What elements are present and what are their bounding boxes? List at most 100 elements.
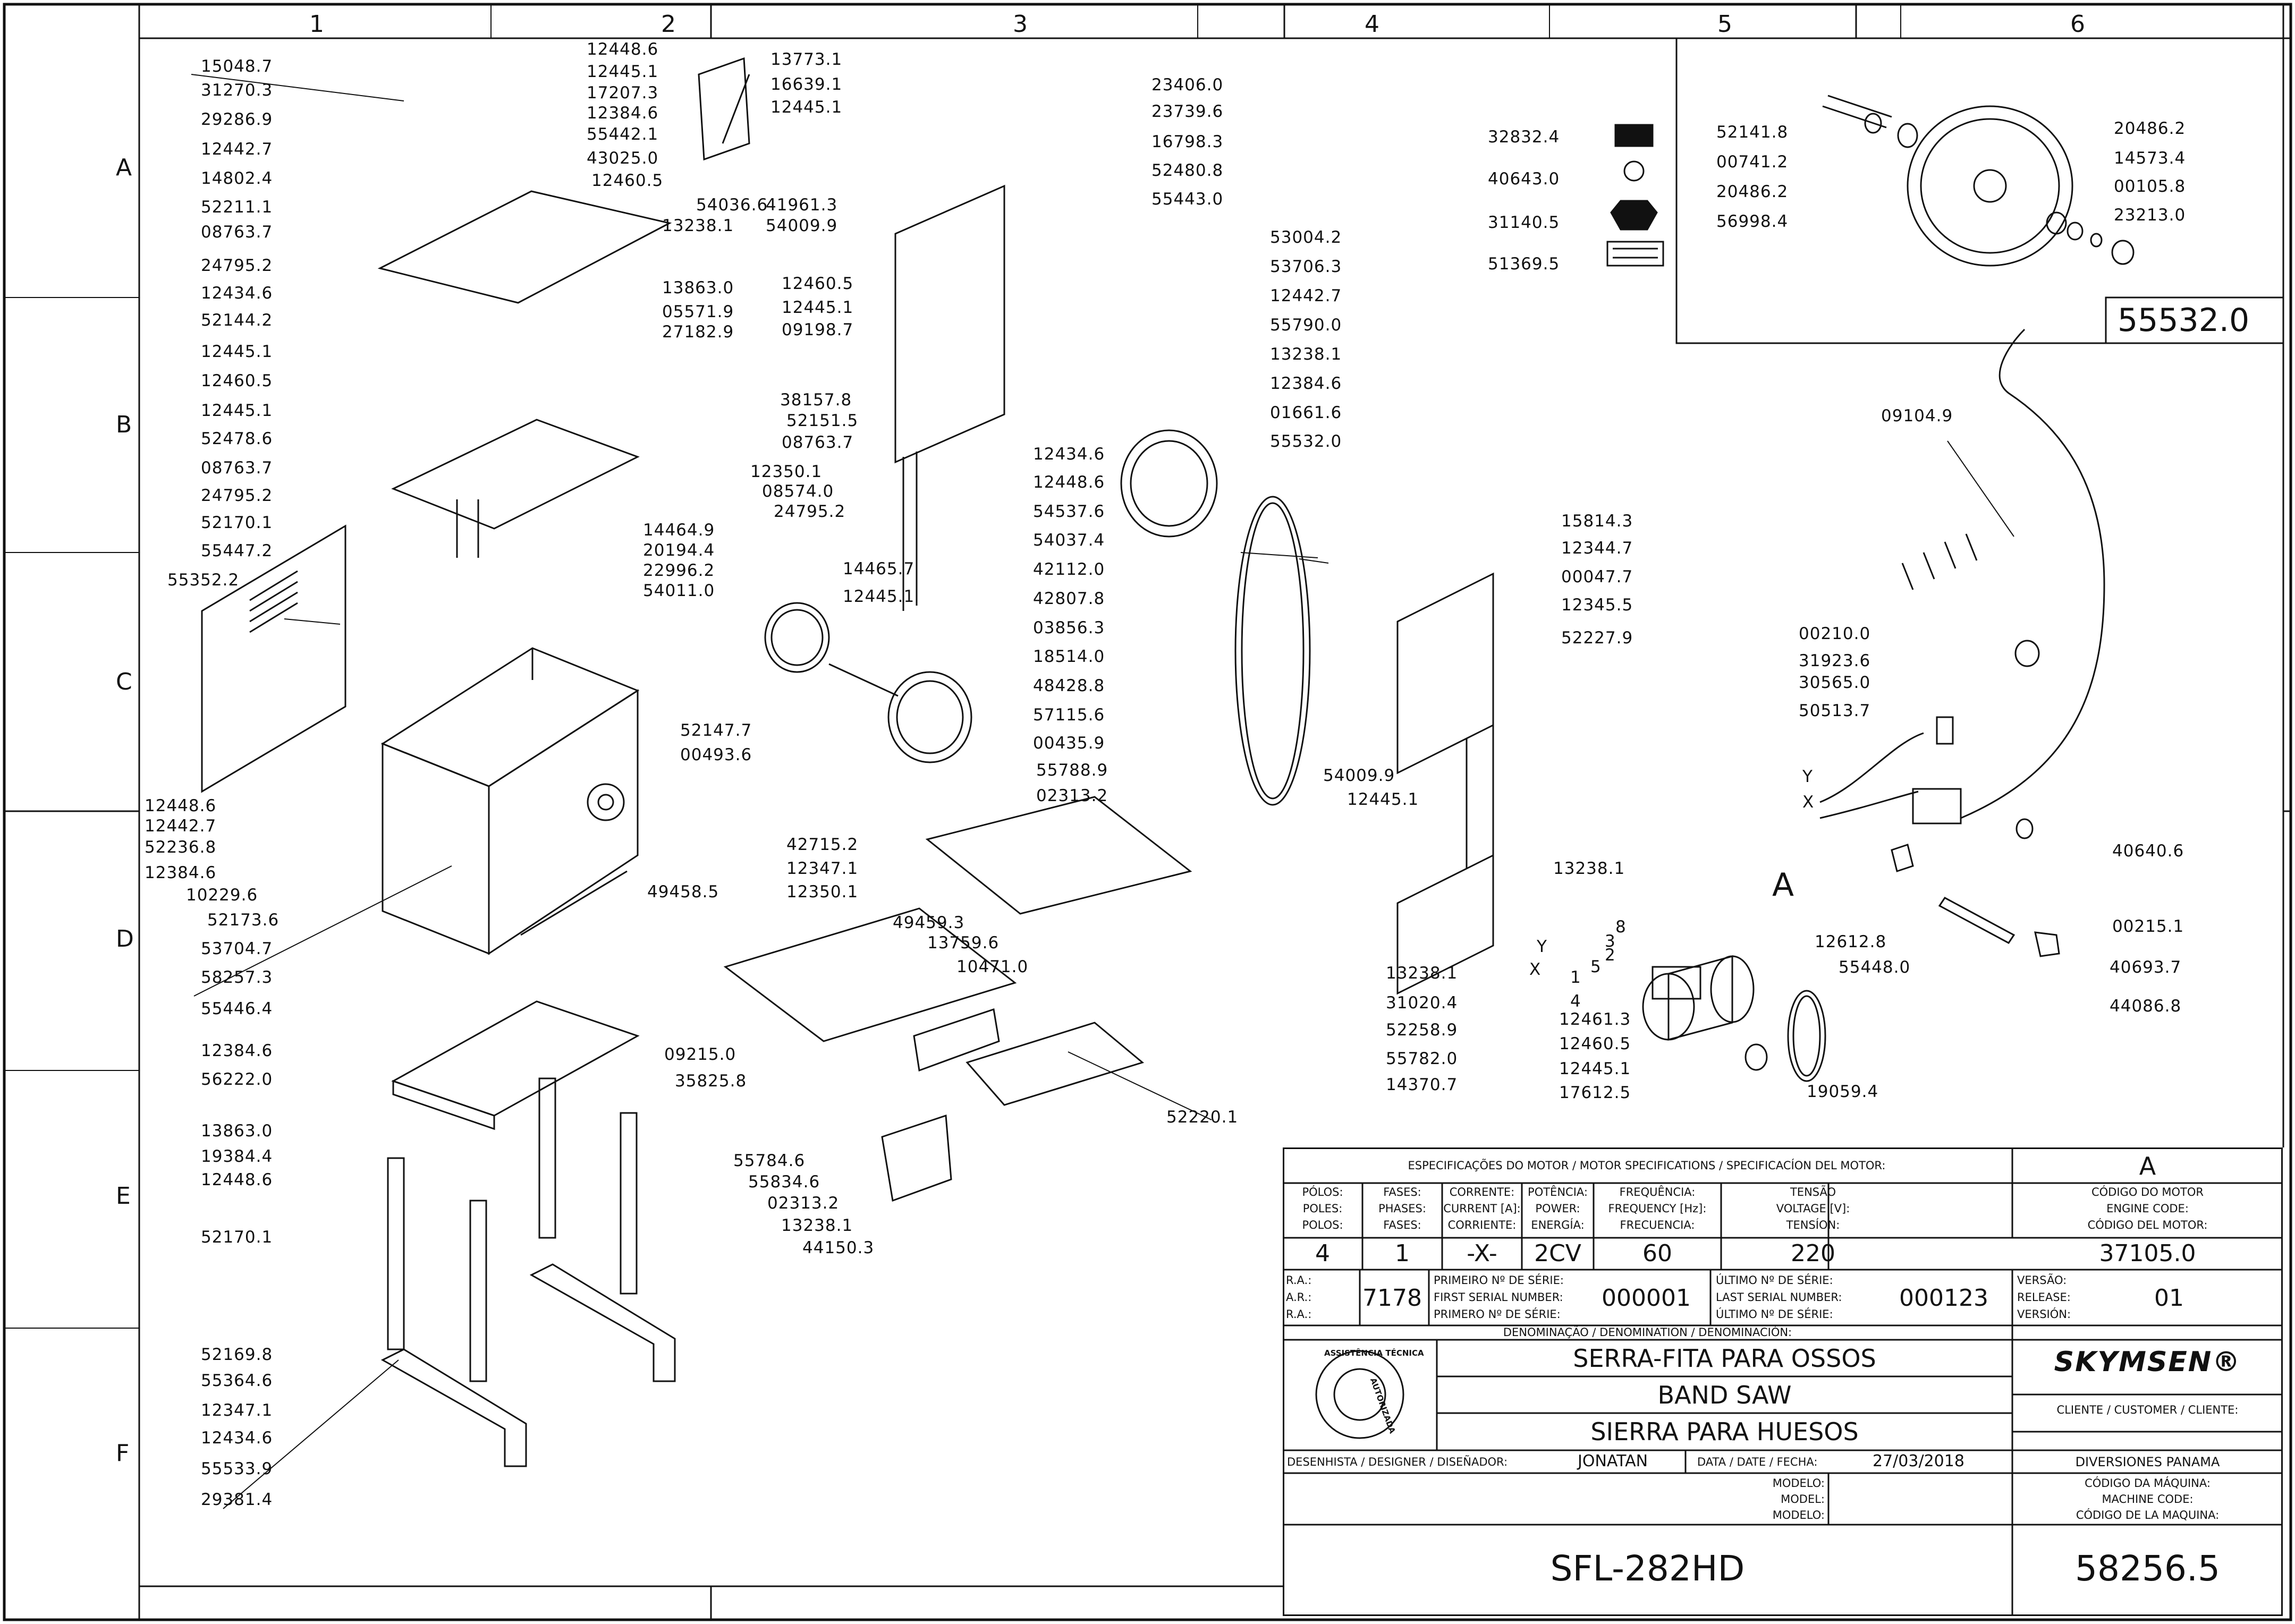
- part-number-label: 49459.3: [893, 913, 965, 932]
- part-number-label: 23213.0: [2114, 206, 2186, 225]
- grid-row-d: D: [116, 925, 134, 953]
- part-number-label: 12384.6: [587, 104, 659, 123]
- grid-col-2: 2: [661, 11, 676, 38]
- part-number-label: 52169.8: [201, 1345, 273, 1364]
- part-number-label: 13238.1: [662, 216, 734, 235]
- part-number-label: 50513.7: [1799, 701, 1871, 720]
- ra-label-1: R.A.:: [1286, 1274, 1312, 1287]
- side-panel: [201, 524, 346, 793]
- part-number-label: 31270.3: [201, 81, 273, 100]
- part-number-label: 08763.7: [201, 458, 273, 478]
- part-number-label: 55352.2: [167, 571, 240, 590]
- client-value: DIVERSIONES PANAMA: [2075, 1455, 2220, 1469]
- part-number-label: 12445.1: [201, 401, 273, 420]
- part-number-label: 31140.5: [1488, 213, 1560, 232]
- part-number-label: 54011.0: [643, 581, 715, 600]
- part-number-label: 52147.7: [680, 721, 752, 740]
- part-number-label: 54037.4: [1033, 531, 1105, 550]
- part-number-label: 29381.4: [201, 1490, 273, 1509]
- spec-value-cell: 220: [1791, 1240, 1835, 1267]
- spec-header-cell: ENERGÍA:: [1531, 1219, 1585, 1231]
- part-number-label: 17612.5: [1559, 1083, 1631, 1102]
- part-number-label: 23406.0: [1151, 75, 1224, 95]
- spec-header-cell: TENSÃO: [1790, 1186, 1836, 1198]
- machine-code-label-3: CÓDIGO DE LA MAQUINA:: [2076, 1509, 2220, 1521]
- part-number-label: 15048.7: [201, 57, 273, 76]
- base-frame: [380, 1000, 676, 1467]
- part-number-label: 12448.6: [201, 1170, 273, 1189]
- spec-header-cell: FREQUENCY [Hz]:: [1608, 1202, 1707, 1215]
- part-number-label: 14464.9: [643, 521, 715, 540]
- part-number-label: 14802.4: [201, 169, 273, 188]
- part-number-label: 43025.0: [587, 149, 659, 168]
- part-number-label: 58257.3: [201, 968, 273, 987]
- part-number-label: 13238.1: [1270, 345, 1342, 364]
- spec-value-cell: 60: [1642, 1240, 1672, 1267]
- part-number-label: 53704.7: [201, 939, 273, 958]
- part-number-label: 12344.7: [1561, 539, 1633, 558]
- part-number-label: 24795.2: [201, 256, 273, 275]
- spec-header-cell: VOLTAGE [V]:: [1776, 1202, 1850, 1215]
- wire-x-label: X: [1802, 793, 1815, 812]
- part-number-label: 52151.5: [786, 411, 859, 430]
- part-number-label: 52141.8: [1716, 123, 1789, 142]
- part-number-label: 40640.6: [2112, 841, 2184, 861]
- part-number-label: 52170.1: [201, 513, 273, 532]
- spec-header-cell: FRECUENCIA:: [1620, 1219, 1695, 1231]
- motor-spec-letter: A: [2139, 1152, 2156, 1180]
- part-number-label: 12445.1: [770, 98, 843, 117]
- motor-wire-2: 2: [1605, 946, 1616, 965]
- outer-border: [3, 3, 2292, 1621]
- part-number-label: 52173.6: [207, 911, 280, 930]
- title-block: ESPECIFICAÇÕES DO MOTOR / MOTOR SPECIFIC…: [1283, 1147, 2283, 1616]
- spec-value-cell: 4: [1315, 1240, 1330, 1267]
- spec-header-cell: CURRENT [A]:: [1443, 1202, 1521, 1215]
- part-number-label: 12448.6: [1033, 473, 1105, 492]
- part-number-label: 19059.4: [1807, 1082, 1879, 1101]
- part-number-label: 52258.9: [1386, 1021, 1458, 1040]
- spec-header-cell: TENSÍON:: [1786, 1219, 1840, 1231]
- spec-header-cell: POTÊNCIA:: [1528, 1186, 1588, 1198]
- first-serial-label-1: PRIMEIRO Nº DE SÉRIE:: [1434, 1274, 1564, 1287]
- part-number-label: 13238.1: [1386, 964, 1458, 983]
- part-number-label: 12347.1: [201, 1401, 273, 1420]
- part-number-label: 12460.5: [591, 171, 664, 190]
- spec-header-cell: CÓDIGO DO MOTOR: [2091, 1186, 2204, 1198]
- ra-label-2: A.R.:: [1286, 1291, 1312, 1304]
- part-number-label: 12350.1: [786, 882, 859, 902]
- part-number-label: 12384.6: [1270, 374, 1342, 393]
- part-number-label: 55446.4: [201, 999, 273, 1018]
- part-number-label: 24795.2: [774, 502, 846, 521]
- machine-code-label-2: MACHINE CODE:: [2102, 1493, 2194, 1506]
- version-label-2: RELEASE:: [2017, 1291, 2071, 1304]
- part-number-label: 44150.3: [802, 1238, 875, 1257]
- leader-lines: [191, 74, 2014, 1509]
- motor-wire-8: 8: [1615, 917, 1627, 937]
- date-label: DATA / DATE / FECHA:: [1697, 1456, 1818, 1468]
- part-number-label: 52144.2: [201, 311, 273, 330]
- part-number-label: 54009.9: [1323, 766, 1395, 785]
- motor-wire-5: 5: [1590, 957, 1602, 976]
- part-number-label: 57115.6: [1033, 705, 1105, 725]
- part-number-label: 52236.8: [145, 838, 217, 857]
- spec-header-cell: CORRENTE:: [1449, 1186, 1515, 1198]
- part-number-label: 12445.1: [1347, 790, 1419, 809]
- spec-header-cell: POLES:: [1302, 1202, 1343, 1215]
- designer-value: JONATAN: [1578, 1452, 1648, 1470]
- part-number-label: 35825.8: [675, 1072, 747, 1091]
- part-number-label: 12434.6: [1033, 445, 1105, 464]
- part-number-label: 08763.7: [782, 433, 854, 452]
- part-number-label: 12460.5: [782, 274, 854, 293]
- part-number-label: 19384.4: [201, 1147, 273, 1166]
- first-serial-value: 000001: [1602, 1285, 1691, 1312]
- part-number-label: 55443.0: [1151, 190, 1224, 209]
- part-number-label: 16639.1: [770, 75, 843, 94]
- part-number-label: 14465.7: [843, 559, 915, 579]
- model-label-3: MODELO:: [1772, 1509, 1825, 1521]
- ra-label-3: R.A.:: [1286, 1308, 1312, 1321]
- part-number-label: 54036.6: [696, 195, 768, 215]
- part-number-label: 52220.1: [1166, 1108, 1239, 1127]
- grid-col-5: 5: [1717, 11, 1732, 38]
- part-number-label: 05571.9: [662, 302, 734, 321]
- part-number-label: 16798.3: [1151, 132, 1224, 151]
